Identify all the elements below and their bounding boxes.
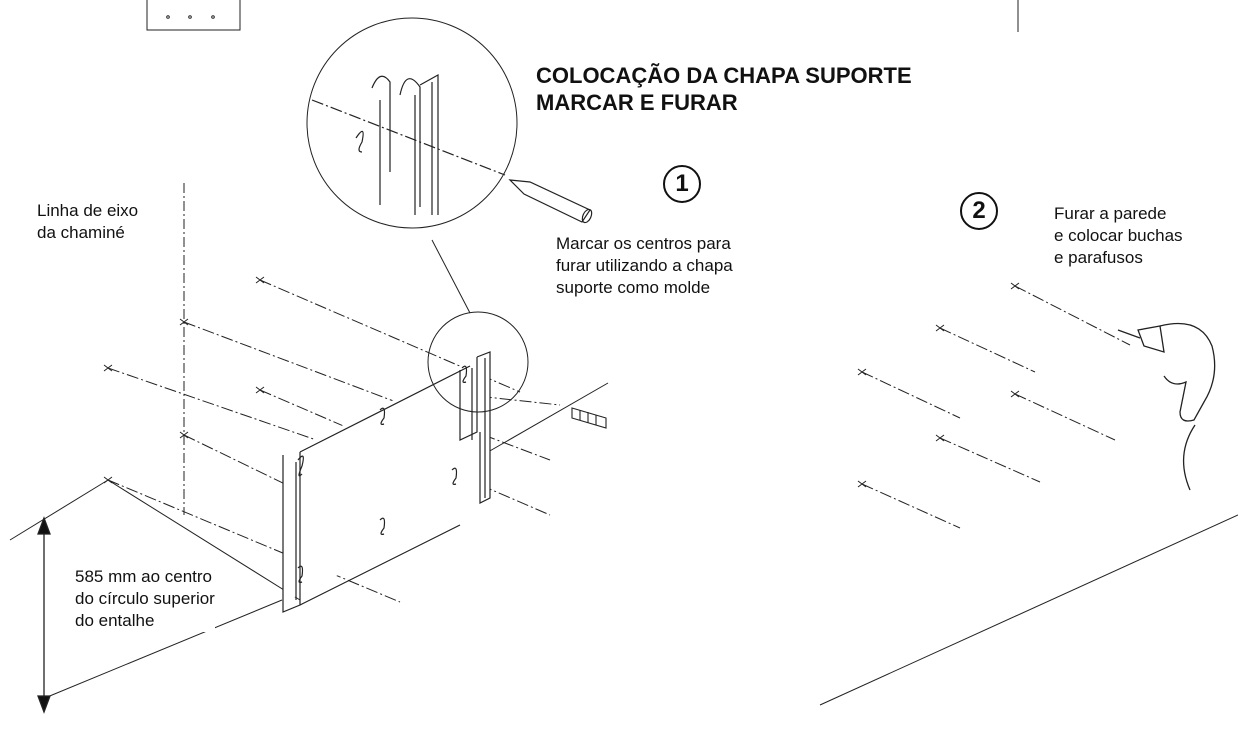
axis-label-line-2: da chaminé [37,223,125,242]
dimension-label: 585 mm ao centro do círculo superior do … [75,566,215,632]
step-2-line-1: Furar a parede [1054,204,1167,223]
step-2-line-3: e parafusos [1054,248,1143,267]
step-1-instructions: Marcar os centros para furar utilizando … [556,233,733,299]
hole-marks-right [857,282,1020,488]
step-1-line-1: Marcar os centros para [556,234,731,253]
marking-lines-right [861,285,1131,529]
detail-plate [311,73,506,215]
dimension-label-line-2: do círculo superior [75,589,215,608]
previous-step-fragment [146,0,1019,32]
title-line-1: COLOCAÇÃO DA CHAPA SUPORTE [536,63,912,88]
dimension-arrow-icon [37,516,51,714]
step-1-line-3: suporte como molde [556,278,711,297]
hole-marks-left [103,276,265,484]
pencil-icon [508,179,593,224]
detail-circle [306,17,518,229]
dimension-label-line-1: 585 mm ao centro [75,567,213,586]
drill-icon [1117,322,1216,491]
magnifier-leader [431,239,471,314]
wall-plug-icon [571,407,607,429]
magnifier-circle-icon [427,311,529,413]
axis-label: Linha de eixo da chaminé [37,200,138,244]
step-2-badge: 2 [960,192,998,230]
wall-guidelines [9,382,1238,706]
support-plate [282,351,491,613]
dimension-label-line-3: do entalhe [75,611,155,630]
axis-label-line-1: Linha de eixo [37,201,139,220]
page-title: COLOCAÇÃO DA CHAPA SUPORTE MARCAR E FURA… [536,62,912,116]
title-line-2: MARCAR E FURAR [536,90,738,115]
step-1-badge: 1 [663,165,701,203]
step-2-instructions: Furar a parede e colocar buchas e parafu… [1054,203,1183,269]
step-1-line-2: furar utilizando a chapa [556,256,733,275]
step-2-line-2: e colocar buchas [1054,226,1183,245]
